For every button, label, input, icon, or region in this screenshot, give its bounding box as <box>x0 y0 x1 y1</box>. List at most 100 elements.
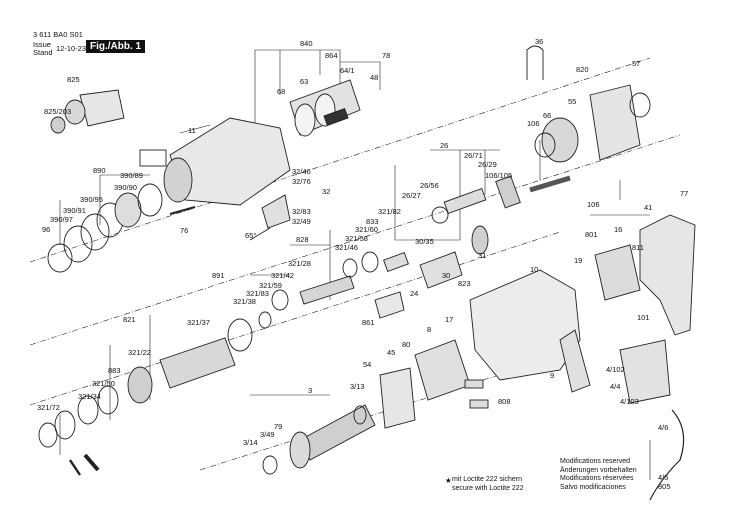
issue-date: 12-10-23 <box>56 44 87 53</box>
callout-label: 96 <box>42 225 50 234</box>
callout-label: 4/4 <box>610 382 620 391</box>
brush-plate-19 <box>594 244 641 301</box>
callout-label: 106/105 <box>485 171 512 180</box>
callout-label: 321/82 <box>378 207 401 216</box>
callout-label: 4/103 <box>620 397 639 406</box>
striker-828 <box>299 275 355 305</box>
callout-label: 8 <box>427 325 431 334</box>
callout-label: 823 <box>458 279 471 288</box>
callout-label: 821 <box>123 315 136 324</box>
callout-label: 32/83 <box>292 207 311 216</box>
callout-label: 76 <box>180 226 188 235</box>
modifications-note: Modifications reserved Änderungen vorbeh… <box>560 458 637 492</box>
fan-baffle-54 <box>379 367 416 429</box>
gear-883 <box>127 366 153 404</box>
issue-label: Issue <box>33 40 51 49</box>
leader-lines <box>59 49 651 480</box>
callout-label: 390/97 <box>50 215 73 224</box>
callout-label: 80 <box>402 340 410 349</box>
callout-label: 321/72 <box>37 403 60 412</box>
armature-3 <box>299 404 376 461</box>
callout-label: 390/91 <box>63 206 86 215</box>
callout-label: 57 <box>632 59 640 68</box>
callout-label: 321/34 <box>78 392 101 401</box>
callout-label: 321/83 <box>246 289 269 298</box>
figure-tag: Fig./Abb. 1 <box>86 40 146 53</box>
callout-label: 11 <box>188 126 196 135</box>
wobble-bearing-30 <box>419 251 463 289</box>
doc-number: 3 611 BA0 S01 <box>33 30 83 39</box>
callout-label: 321/28 <box>288 259 311 268</box>
callout-label: 3/14 <box>243 438 258 447</box>
callout-label: 4/5 <box>658 473 668 482</box>
callout-label: 840 <box>300 39 313 48</box>
callout-label: 19 <box>574 256 582 265</box>
switch-lever-32 <box>261 194 291 229</box>
callout-label: 30 <box>442 271 450 280</box>
callout-label: 26/29 <box>478 160 497 169</box>
callout-label: 321/37 <box>187 318 210 327</box>
callout-label: 805 <box>658 482 671 491</box>
callout-label: 390/95 <box>80 195 103 204</box>
callout-label: 31 <box>478 251 486 260</box>
callout-label: 321/42 <box>271 271 294 280</box>
bearing-flange-820 <box>589 84 641 161</box>
callout-label: 801 <box>585 230 598 239</box>
callout-label: 106 <box>587 200 600 209</box>
callout-label: 77 <box>680 189 688 198</box>
callout-label: 321/38 <box>233 297 256 306</box>
callout-label: 390/89 <box>120 171 143 180</box>
callout-label: 78 <box>382 51 390 60</box>
callout-label: 10 <box>530 265 538 274</box>
callout-label: 36 <box>535 37 543 46</box>
callout-label: 321/59 <box>259 281 282 290</box>
loctite-note: mit Loctite 222 sichern secure with Loct… <box>452 476 524 493</box>
callout-label: 32/76 <box>292 177 311 186</box>
callout-label: 3/49 <box>260 430 275 439</box>
cable-4-6 <box>649 409 685 501</box>
note-line-en: Modifications reserved <box>560 458 631 465</box>
callout-label: 63 <box>300 77 308 86</box>
bracket-861 <box>374 291 405 319</box>
callout-label: 66 <box>543 111 551 120</box>
callout-label: 64/1 <box>340 66 355 75</box>
note-line-de: Änderungen vorbehalten <box>560 466 637 474</box>
callout-label: 321/46 <box>335 243 358 252</box>
clip-36 <box>526 45 544 80</box>
callout-label: 32/46 <box>292 167 311 176</box>
callout-label: 26 <box>440 141 448 150</box>
callout-label: 24 <box>410 289 418 298</box>
callout-label: 321/58 <box>345 234 368 243</box>
callout-label: 883 <box>108 366 121 375</box>
callout-label: 26/71 <box>464 151 483 160</box>
callout-label: 820 <box>576 65 589 74</box>
callout-label: 891 <box>212 271 225 280</box>
callout-label: 32 <box>322 187 330 196</box>
gear-housing-11 <box>169 117 291 206</box>
callout-label: 321/60 <box>355 225 378 234</box>
switch-4 <box>619 339 671 404</box>
loctite-line-de: mit Loctite 222 sichern <box>452 476 523 483</box>
assembly-axes <box>29 57 681 471</box>
callout-label: 4/102 <box>606 365 625 374</box>
callout-label: 9 <box>550 371 554 380</box>
callout-label: 32/49 <box>292 217 311 226</box>
chuck-825 <box>79 89 125 127</box>
hammer-tube-821 <box>159 337 236 389</box>
callout-label: 65° <box>245 231 256 240</box>
callout-label: 79 <box>274 422 282 431</box>
callout-label: 30/35 <box>415 237 434 246</box>
callout-label: 321/22 <box>128 348 151 357</box>
callout-label: 45 <box>387 348 395 357</box>
callout-label: 861 <box>362 318 375 327</box>
loctite-line-en: secure with Loctite 222 <box>452 484 524 492</box>
callout-label: 26/27 <box>402 191 421 200</box>
loctite-star: ★ <box>445 476 452 485</box>
callout-label: 3 <box>308 386 312 395</box>
callout-label: 41 <box>644 203 652 212</box>
callout-label: 3/13 <box>350 382 365 391</box>
callout-label: 811 <box>632 243 644 252</box>
callout-label: 48 <box>370 73 378 82</box>
note-line-es: Salvo modificaciones <box>560 483 626 491</box>
